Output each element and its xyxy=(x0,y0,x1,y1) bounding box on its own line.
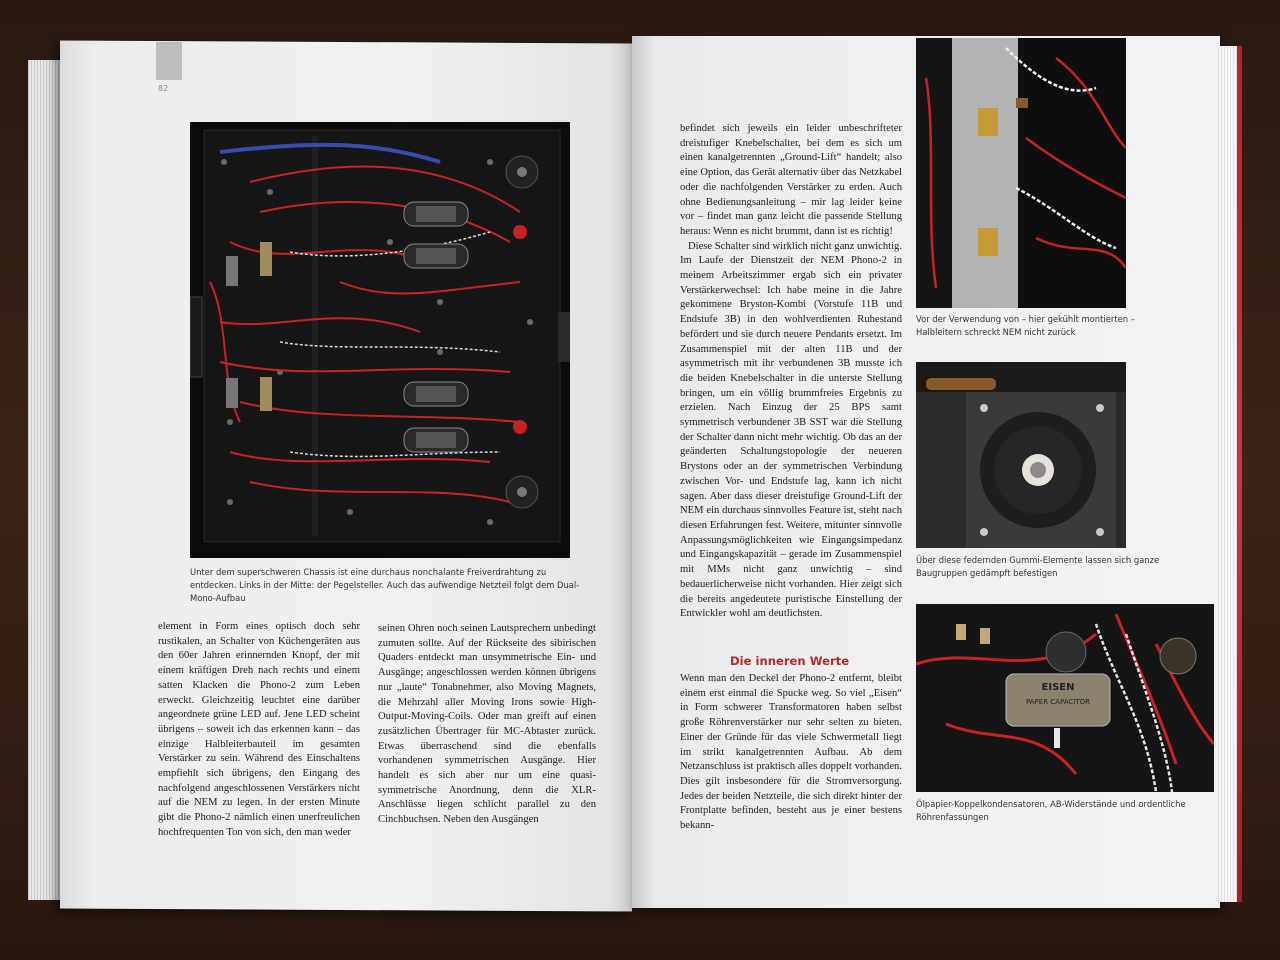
left-page-edges xyxy=(28,60,62,900)
capacitor-photo-caption: Ölpapier-Koppelkondensatoren, AB-Widerst… xyxy=(916,799,1186,822)
semiconductor-photo-caption: Vor der Verwendung von – hier gekühlt mo… xyxy=(916,314,1135,337)
right-page-column: befindet sich jeweils ein leider unbesch… xyxy=(680,122,902,622)
capacitor-brand: EISEN xyxy=(1042,682,1075,693)
left-page-column-1: element in Form eines optisch doch sehr … xyxy=(158,621,360,838)
right-page-edges xyxy=(1218,46,1242,902)
paragraph: Diese Schalter sind wirklich nicht ganz … xyxy=(680,240,902,620)
page-number: 82 xyxy=(158,84,169,93)
paragraph: befindet sich jeweils ein leider unbesch… xyxy=(680,123,902,237)
page-tab-marker xyxy=(156,42,182,80)
capacitor-label: PAPER CAPACITOR xyxy=(1026,698,1090,706)
chassis-photo-caption: Unter dem superschweren Chassis ist eine… xyxy=(190,567,580,603)
chassis-photo xyxy=(190,122,570,558)
section-body: Wenn man den Deckel der Phono-2 entfernt… xyxy=(680,673,902,832)
rubber-mount-photo-caption: Über diese federnden Gummi-Elemente lass… xyxy=(916,555,1160,578)
capacitor-photo: EISEN PAPER CAPACITOR xyxy=(916,604,1214,792)
semiconductor-photo xyxy=(916,38,1126,308)
section-heading: Die inneren Werte xyxy=(730,654,850,668)
left-page-column-2: seinen Ohren noch seinen Lautsprechern u… xyxy=(378,623,596,826)
rubber-mount-photo xyxy=(916,362,1126,548)
red-edge-stripe xyxy=(1237,46,1242,902)
